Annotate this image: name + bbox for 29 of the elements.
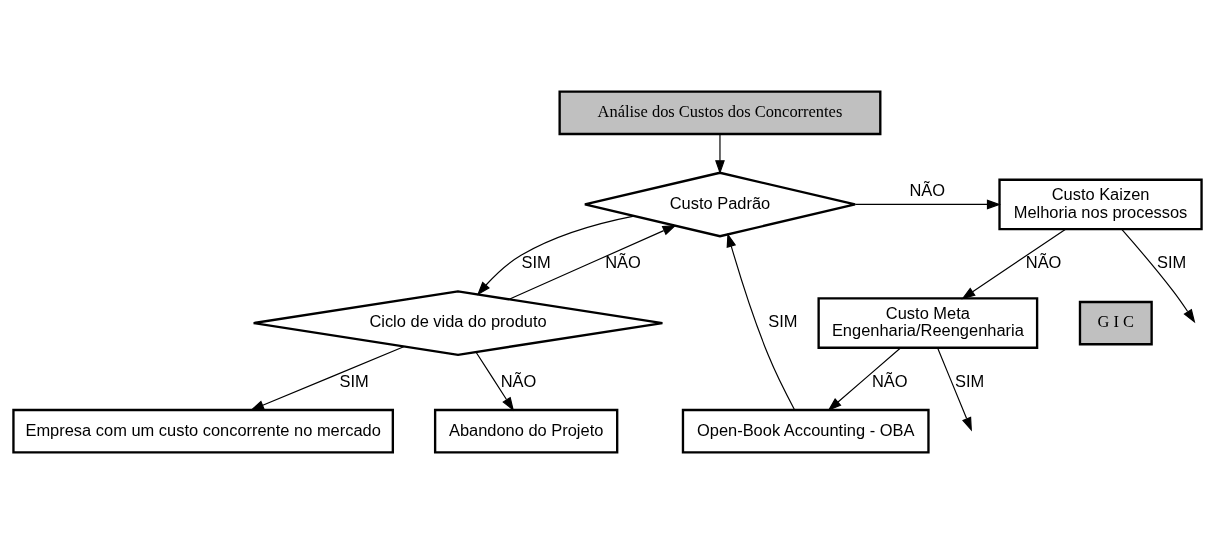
arrow [715, 133, 725, 174]
arrow [1121, 228, 1196, 323]
edge-label: NÃO [1025, 252, 1062, 271]
edge-label: NÃO [909, 180, 946, 199]
node-box: Empresa com um custo concorrente no mercado [12, 408, 394, 453]
edge-label: NÃO [871, 371, 908, 390]
arrow [476, 215, 635, 295]
arrow [508, 224, 677, 300]
edge-label: NÃO [500, 371, 537, 390]
edge-label: NÃO [605, 252, 641, 271]
arrow [854, 199, 1001, 209]
node-box: G I C [1078, 300, 1153, 345]
edge-label: SIM [1156, 252, 1187, 271]
edge-label: SIM [521, 252, 551, 271]
edge-label: SIM [768, 311, 798, 330]
node-diamond: Ciclo de vida do produto [252, 289, 664, 356]
edge-label: SIM [339, 371, 369, 390]
node-box: Custo Kaizen Melhoria nos processos [998, 178, 1203, 230]
node-box: Open-Book Accounting - OBA [681, 408, 930, 453]
arrow [827, 346, 902, 411]
arrow [961, 228, 1067, 299]
node-box: Análise dos Custos dos Concorrentes [558, 90, 882, 135]
edge-label: SIM [954, 371, 985, 390]
arrow [937, 347, 972, 431]
node-box: Abandono do Projeto [433, 408, 619, 453]
arrow [250, 345, 405, 411]
arrow [726, 232, 796, 411]
node-box: Custo Meta Engenharia/Reengenharia [817, 296, 1039, 349]
arrow [475, 350, 515, 411]
